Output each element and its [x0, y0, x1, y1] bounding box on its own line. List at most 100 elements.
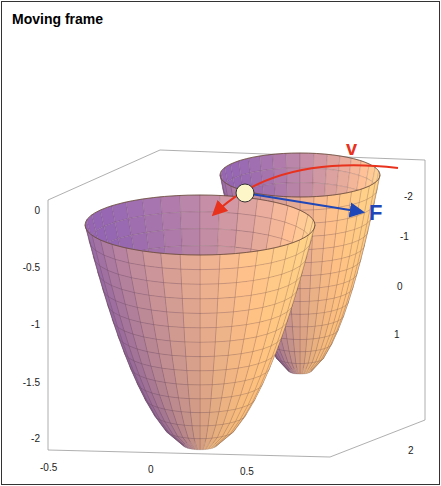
mesh-patch	[216, 312, 233, 328]
mesh-patch	[308, 301, 318, 314]
mesh-patch	[200, 385, 212, 399]
title: Moving frame	[12, 12, 103, 26]
mesh-patch	[164, 229, 183, 247]
vector-label: F	[369, 202, 382, 224]
mesh-patch	[232, 310, 249, 326]
mesh-patch	[148, 403, 160, 420]
mesh-patch	[137, 383, 146, 401]
axis-tick: 0	[148, 465, 154, 475]
mesh-patch	[180, 195, 200, 212]
axis-tick: 1	[394, 330, 400, 340]
mesh-patch	[235, 281, 253, 298]
mesh-patch	[310, 275, 321, 289]
mesh-patch	[162, 212, 181, 230]
mesh-patch	[143, 251, 163, 268]
axis-tick: -1	[31, 320, 40, 330]
force-arrow	[245, 193, 362, 212]
mesh-patch	[253, 216, 271, 235]
bowl-surface	[220, 153, 380, 374]
mesh-patch	[200, 371, 213, 385]
mesh-patch	[300, 288, 310, 301]
mesh-patch	[300, 327, 308, 340]
mesh-patch	[325, 169, 338, 185]
mesh-patch	[200, 284, 219, 299]
mesh-patch	[312, 235, 325, 249]
mesh-patch	[219, 195, 239, 213]
mesh-patch	[336, 219, 348, 234]
mesh-patch	[235, 230, 253, 249]
axis-tick: -2	[404, 192, 413, 202]
mesh-patch	[200, 255, 220, 270]
mesh-patch	[185, 342, 200, 357]
mesh-patch	[141, 388, 152, 405]
bowl-rim	[85, 195, 315, 255]
mesh-patch	[300, 352, 306, 364]
mesh-patch	[161, 253, 181, 269]
mesh-patch	[213, 355, 228, 370]
axis-tick: 2	[408, 446, 414, 456]
axis-tick: -1.5	[23, 378, 40, 388]
mesh-patch	[292, 327, 300, 340]
mesh-patch	[183, 313, 200, 328]
mesh-patch	[226, 354, 241, 370]
mesh-patch	[147, 281, 165, 298]
mesh-patch	[218, 283, 237, 299]
mesh-patch	[210, 398, 222, 412]
mesh-patch	[300, 314, 308, 327]
mesh-patch	[184, 328, 200, 343]
mesh-patch	[271, 244, 288, 263]
mesh-patch	[126, 199, 144, 219]
mesh-patch	[236, 266, 255, 283]
mesh-patch	[200, 356, 214, 371]
mesh-patch	[149, 295, 167, 312]
axis-tick: -0.5	[23, 263, 40, 273]
mesh-patch	[168, 326, 185, 342]
mesh-patch	[166, 430, 184, 446]
mesh-patch	[200, 229, 219, 246]
mesh-patch	[292, 314, 300, 327]
axis-tick: -0.5	[40, 463, 57, 473]
mesh-patch	[219, 212, 238, 230]
mesh-patch	[308, 314, 317, 327]
mesh-patch	[188, 385, 200, 399]
mesh-patch	[219, 253, 239, 269]
mesh-patch	[143, 197, 163, 216]
mesh-patch	[172, 355, 187, 370]
mesh-patch	[300, 364, 304, 375]
mesh-patch	[307, 326, 315, 339]
mesh-patch	[162, 268, 181, 284]
mesh-patch	[212, 370, 226, 385]
mesh-patch	[181, 269, 200, 284]
mesh-patch	[170, 341, 186, 356]
mesh-patch	[313, 209, 327, 223]
axis-tick: -1	[400, 232, 409, 242]
axis-tick: 0.5	[240, 467, 254, 477]
mesh-patch	[286, 153, 300, 168]
mesh-patch	[186, 356, 200, 371]
mesh-patch	[180, 255, 200, 270]
bowl-surface	[85, 195, 315, 450]
mesh-patch	[200, 212, 219, 229]
mesh-patch	[181, 229, 200, 246]
mesh-patch	[200, 399, 211, 413]
mesh-patch	[145, 214, 164, 233]
mesh-patch	[311, 249, 323, 263]
mesh-patch	[164, 283, 183, 299]
mesh-patch	[200, 342, 215, 357]
mesh-patch	[182, 299, 200, 314]
mesh-patch	[200, 299, 218, 314]
mesh-patch	[167, 312, 184, 328]
mesh-patch	[211, 384, 224, 399]
mesh-patch	[311, 262, 322, 276]
mesh-patch	[165, 297, 183, 313]
mesh-patch	[300, 276, 311, 289]
mesh-patch	[215, 326, 232, 342]
mesh-patch	[145, 398, 155, 416]
mesh-patch	[260, 154, 274, 170]
mesh-patch	[200, 426, 208, 439]
mesh-patch	[249, 156, 262, 173]
mesh-patch	[219, 268, 238, 284]
